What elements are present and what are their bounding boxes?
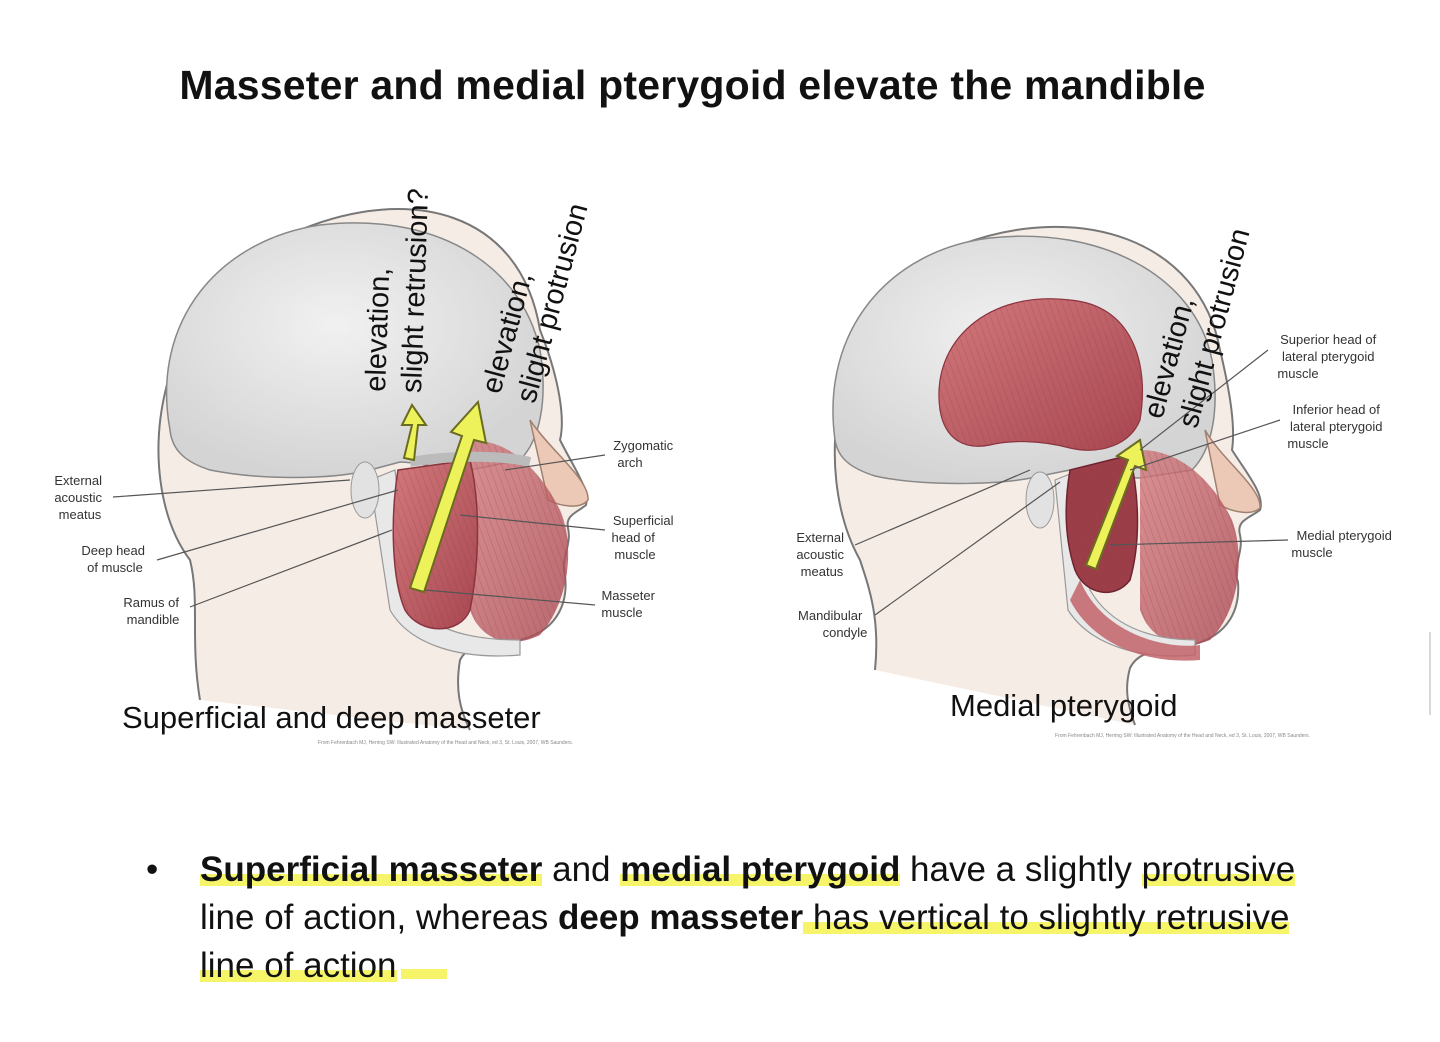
- left-ear-meatus: [350, 461, 380, 519]
- left-deep-masseter-arrow: [400, 403, 428, 462]
- left-callout-ramus: Ramus of mandible: [123, 595, 182, 627]
- right-callout-medial-pterygoid: Medial pterygoid muscle: [1291, 528, 1395, 560]
- left-superficial-masseter-arrow: [408, 399, 488, 594]
- left-callout-zygomatic-arch: Zygomatic arch: [613, 438, 677, 470]
- left-skull: [165, 222, 544, 479]
- highlight-stroke: [400, 969, 447, 979]
- bullet-and: and: [542, 850, 621, 889]
- right-ear-meatus: [1025, 471, 1055, 529]
- right-callout-inferior-head: Inferior head of lateral pterygoid muscl…: [1287, 402, 1386, 451]
- left-callout-masseter-muscle: Masseter muscle: [601, 588, 658, 620]
- right-figure-caption: Medial pterygoid: [950, 688, 1178, 723]
- left-deep-arrow-label: elevation, slight retrusion?: [360, 187, 435, 394]
- left-zygomatic-arch: [409, 451, 532, 467]
- left-callout-external-acoustic-meatus: External acoustic meatus: [54, 473, 105, 522]
- bullet-line-whereas: line of action, whereas: [200, 898, 558, 937]
- term-superficial-masseter: Superficial masseter: [200, 850, 543, 889]
- term-deep-masseter: deep masseter: [557, 898, 804, 937]
- right-medial-pterygoid-arrow: [1084, 438, 1148, 571]
- left-callout-deep-head: Deep head of muscle: [81, 543, 148, 575]
- right-lower-jaw-muscle: [1070, 580, 1200, 661]
- right-figure-credit: From Fehrenbach MJ, Herring SW: Illustra…: [1055, 733, 1311, 739]
- right-callout-mandibular-condyle: Mandibular condyle: [798, 608, 867, 640]
- left-callout-superficial-head: Superficial head of muscle: [612, 513, 678, 562]
- term-protrusive: protrusive: [1141, 850, 1296, 889]
- bullet-marker: •: [146, 850, 159, 889]
- left-nose: [529, 419, 589, 507]
- right-callout-superior-head: Superior head of lateral pterygoid muscl…: [1277, 332, 1379, 381]
- term-medial-pterygoid: medial pterygoid: [620, 850, 901, 889]
- left-figure-credit: From Fehrenbach MJ, Herring SW: Illustra…: [318, 740, 574, 746]
- right-callout-external-acoustic-meatus: External acoustic meatus: [796, 530, 847, 579]
- right-nose: [1204, 429, 1261, 514]
- left-head-illustration: [112, 208, 606, 731]
- bullet-have: have a slightly: [900, 850, 1142, 889]
- left-figure-caption: Superficial and deep masseter: [122, 700, 541, 735]
- bullet-text: Superficial masseter and medial pterygoi…: [200, 846, 1320, 990]
- slide-title: Masseter and medial pterygoid elevate th…: [179, 62, 1206, 108]
- right-head-illustration: [832, 225, 1289, 726]
